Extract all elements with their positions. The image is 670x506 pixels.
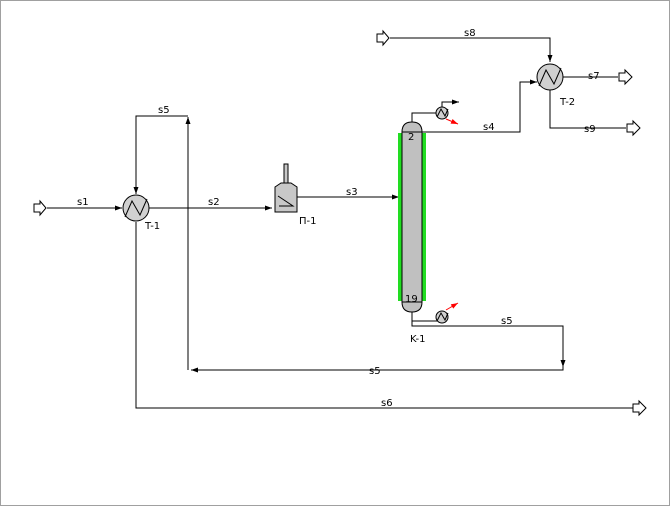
reboiler-connection-line [411, 312, 437, 322]
stream-s4-label: s4 [483, 122, 495, 133]
stream-s4-line[interactable] [422, 79, 537, 133]
stream-s5-top-label: s5 [158, 105, 170, 116]
reboiler-icon[interactable] [435, 310, 449, 324]
heat-exchanger-t1[interactable] [122, 194, 150, 222]
stream-s2-label: s2 [208, 197, 220, 208]
stream-s7-label: s7 [588, 71, 600, 82]
product-s7-arrow[interactable] [618, 68, 633, 86]
stream-s6-label: s6 [381, 398, 393, 409]
unit-t2-label: T-2 [559, 97, 575, 108]
stream-s3-label: s3 [346, 187, 358, 198]
stream-s5-bottoms-line[interactable] [411, 321, 566, 367]
condenser-duty-arrow[interactable] [445, 118, 459, 125]
stream-s8-line[interactable] [390, 37, 553, 62]
column-bottom-stage: 19 [405, 294, 418, 305]
stream-s5-bottom-right-label: s5 [501, 316, 513, 327]
feed-s1-arrow[interactable] [33, 199, 47, 217]
unit-t1-label: T-1 [144, 221, 160, 232]
stream-s9-label: s9 [584, 124, 596, 135]
reboiler-duty-arrow[interactable] [445, 302, 459, 311]
product-s9-arrow[interactable] [626, 119, 641, 137]
condenser-icon[interactable] [435, 106, 449, 120]
stream-s8-label: s8 [464, 28, 476, 39]
furnace-p1[interactable] [274, 163, 298, 213]
heat-exchanger-t2[interactable] [536, 63, 564, 91]
condenser-vapor-line[interactable] [441, 99, 459, 107]
column-top-stage: 2 [408, 132, 414, 143]
stream-s5-return-label: s5 [369, 366, 381, 377]
unit-k1-label: K-1 [410, 334, 425, 345]
unit-p1-label: П-1 [299, 216, 317, 227]
product-s6-arrow[interactable] [632, 399, 647, 417]
condenser-connection-line [411, 112, 437, 122]
stream-s9-line[interactable] [549, 90, 626, 129]
stream-s1-label: s1 [77, 197, 89, 208]
feed-s8-arrow[interactable] [376, 29, 390, 47]
stream-s5-to-t1-line[interactable] [133, 115, 188, 194]
column-k1[interactable] [398, 121, 426, 313]
stream-s5-return-line[interactable] [191, 367, 564, 373]
stream-s6-line[interactable] [135, 222, 633, 409]
